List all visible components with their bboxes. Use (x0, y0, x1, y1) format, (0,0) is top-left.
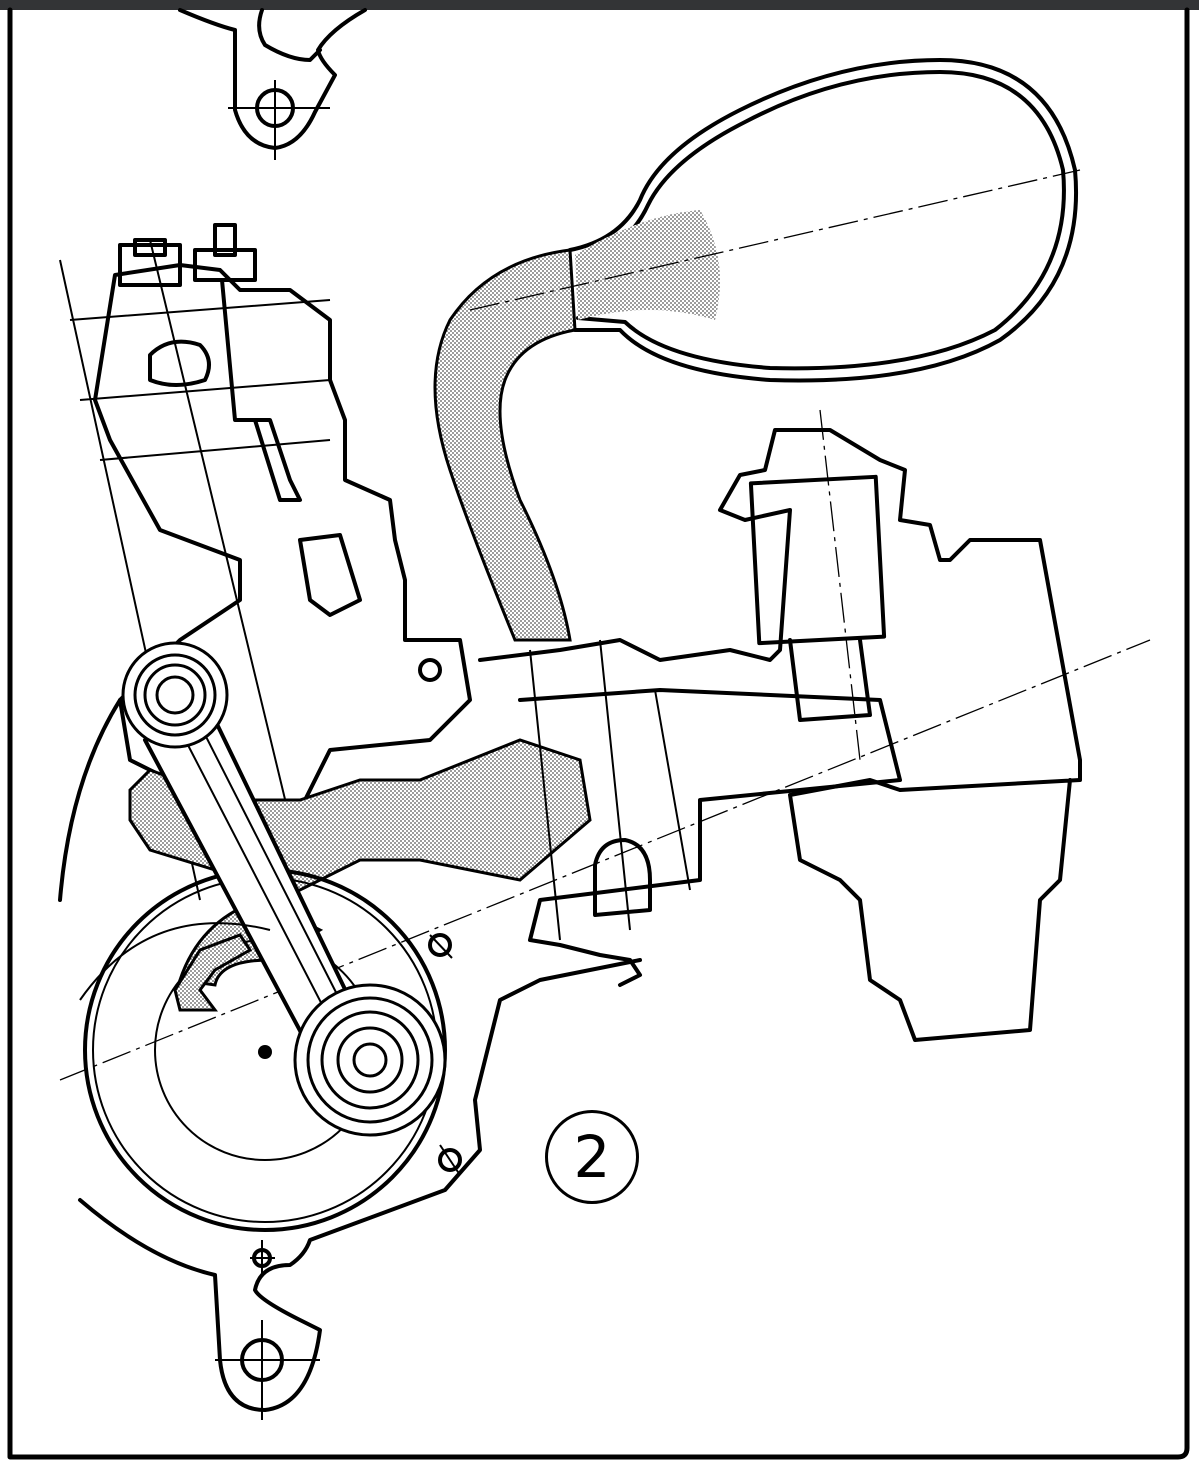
cylinder-head (59, 223, 472, 901)
crankcase-body (59, 409, 1151, 1081)
window-top-bar (0, 0, 1199, 10)
crank-assembly (58, 641, 447, 1232)
frame-border (7, 7, 1190, 1460)
figure-number-label: 2 (545, 1110, 639, 1204)
top-mounting-lug (178, 8, 367, 160)
exhaust-pipe (433, 58, 1081, 642)
lower-mounting-lug (78, 933, 642, 1420)
